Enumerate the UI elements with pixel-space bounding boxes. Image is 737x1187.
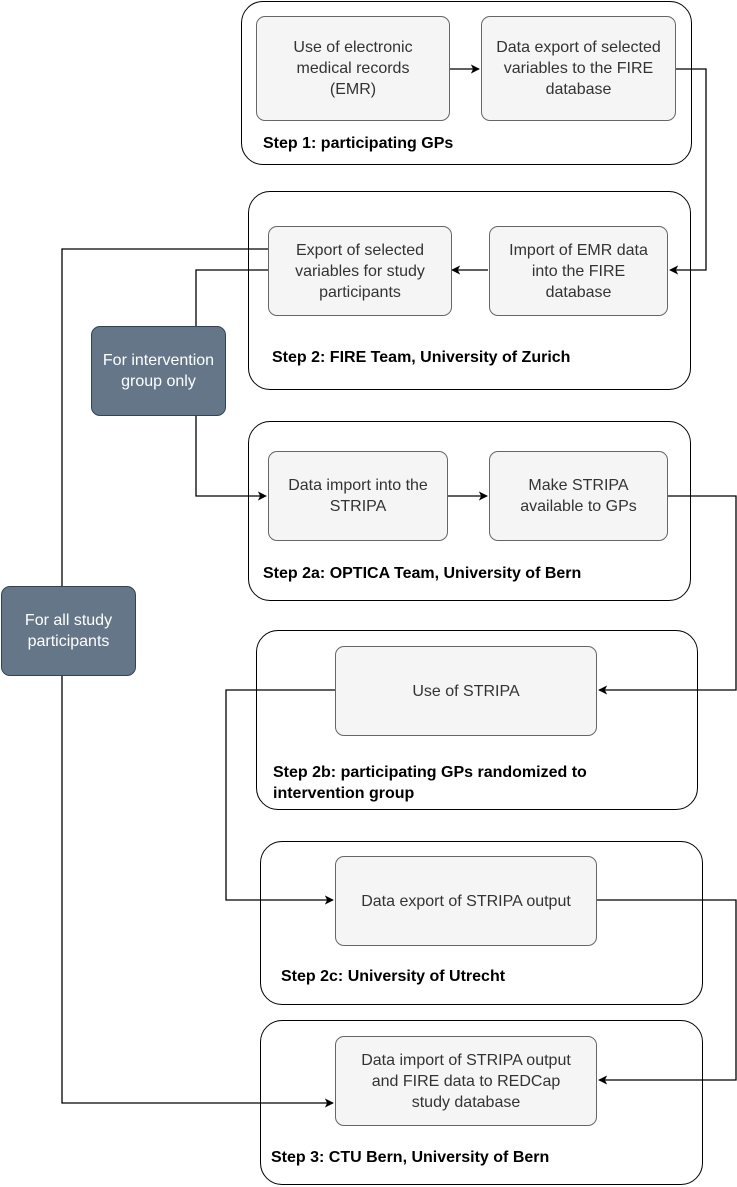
- redcap-import-box: Data import of STRIPA output and FIRE da…: [335, 1036, 597, 1126]
- arrow-all-to-redcap: [61, 676, 334, 1108]
- step-1-label: Step 1: participating GPs: [263, 135, 454, 152]
- export-stripa-box: Data export of STRIPA output: [335, 856, 597, 946]
- make-stripa-box: Make STRIPA available to GPs: [489, 451, 668, 541]
- emr-use-box: Use of electronic medical records (EMR): [256, 16, 450, 121]
- intervention-only-box: For intervention group only: [91, 326, 226, 416]
- arrow-export-stripa-to-redcap: [597, 899, 737, 1085]
- arrow-export-to-import: [669, 68, 707, 275]
- export-selected-box: Export of selected variables for study p…: [268, 226, 452, 316]
- step-2b-label: Step 2b: participating GPs randomized to…: [273, 764, 587, 802]
- stripa-import-box: Data import into the STRIPA: [268, 451, 448, 541]
- step-2a-label: Step 2a: OPTICA Team, University of Bern: [263, 565, 582, 582]
- step-2c-label: Step 2c: University of Utrecht: [281, 968, 506, 985]
- all-participants-box: For all study participants: [1, 586, 136, 676]
- export-fire-box: Data export of selected variables to the…: [481, 16, 676, 121]
- import-emr-box: Import of EMR data into the FIRE databas…: [489, 226, 668, 316]
- step-2-label: Step 2: FIRE Team, University of Zurich: [272, 349, 571, 366]
- arrow-use-to-export-stripa: [225, 689, 335, 905]
- arrow-intervention-to-stripa-import: [195, 416, 267, 501]
- use-stripa-box: Use of STRIPA: [335, 646, 597, 736]
- arrow-make-to-use: [598, 495, 737, 695]
- line-export-selected-to-all: [61, 248, 268, 586]
- step-3-label: Step 3: CTU Bern, University of Bern: [271, 1149, 550, 1166]
- line-export-to-intervention: [195, 269, 268, 326]
